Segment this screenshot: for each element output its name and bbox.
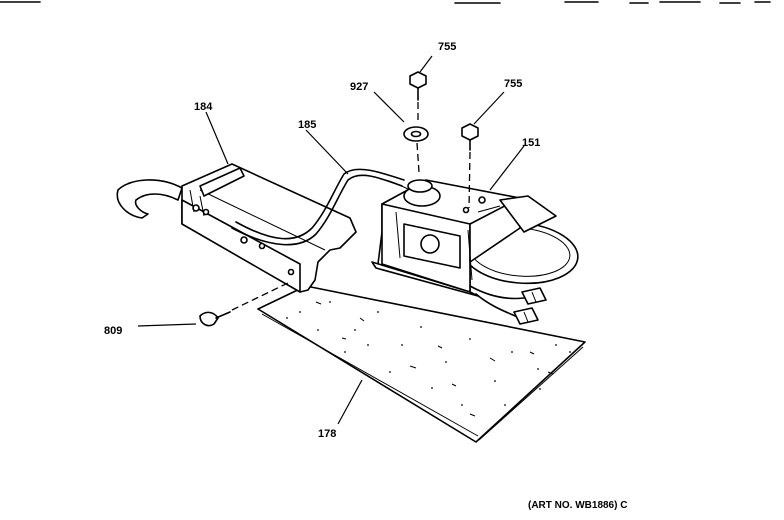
washer-927 (403, 126, 429, 173)
callout-927: 927 (350, 81, 368, 93)
callout-755-right: 755 (504, 78, 522, 90)
callout-151: 151 (522, 137, 540, 149)
screw-809 (199, 281, 291, 327)
callout-809: 809 (104, 325, 122, 337)
art-number-caption: (ART NO. WB1886) C (528, 500, 628, 511)
top-edge-marks (0, 1, 771, 4)
callout-185: 185 (298, 119, 316, 131)
bracket-184 (116, 163, 357, 293)
callout-178: 178 (318, 428, 336, 440)
screw-755-right (461, 123, 479, 209)
leader-lines (137, 55, 525, 425)
callout-184: 184 (194, 101, 213, 113)
insulation-panel-178 (257, 285, 586, 443)
callout-755-top: 755 (438, 41, 456, 53)
callout-labels: 755 927 755 184 185 151 809 178 (104, 41, 540, 440)
panel-texture-specks (286, 301, 571, 417)
screw-755-top (409, 71, 427, 124)
wire-connectors (469, 285, 547, 325)
motor-assembly (371, 179, 557, 297)
